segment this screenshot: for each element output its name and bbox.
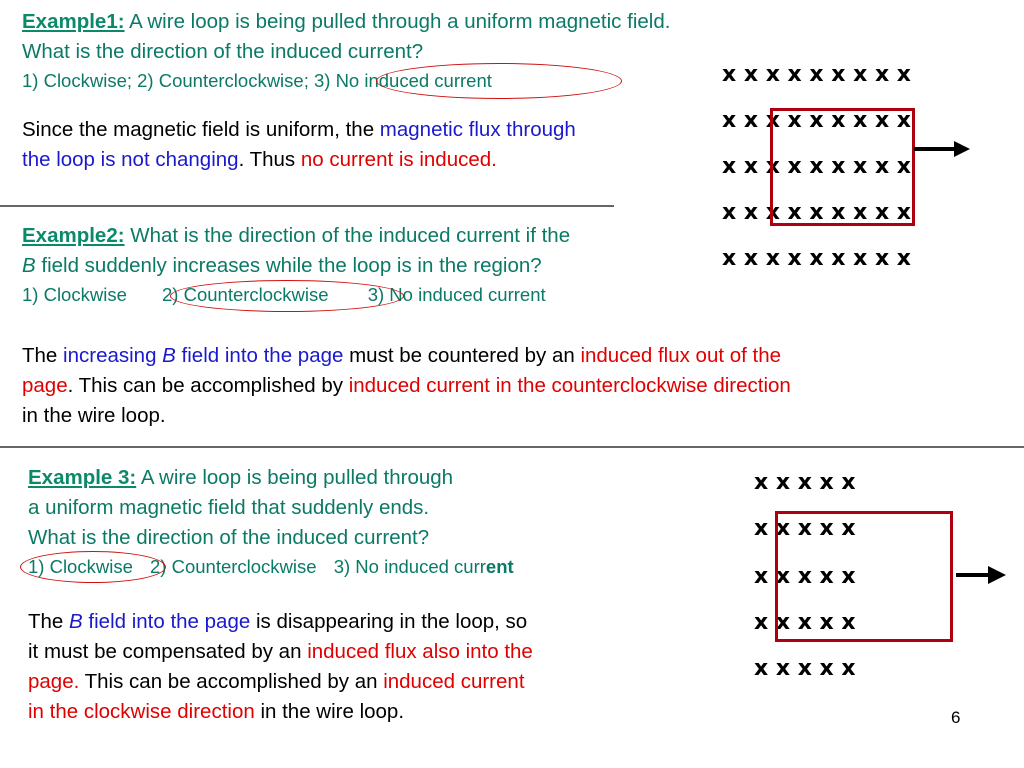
ex2-a6: induced flux out of the: [580, 344, 782, 367]
field2-row-1: x x x x x: [754, 470, 856, 495]
field2-row-4: x x x x x: [754, 610, 856, 635]
example3-question-line2: a uniform magnetic field that suddenly e…: [28, 496, 430, 519]
pull-arrow-1-icon: [914, 141, 970, 157]
field-row-4: x x x x x x x x x: [722, 200, 911, 225]
ex2-a7: page: [22, 374, 68, 397]
example2-label: Example2:: [22, 224, 125, 247]
ex3-a6: induced flux also into the: [307, 640, 533, 663]
example3-answer-line3: page. This can be accomplished by an ind…: [28, 668, 525, 696]
ex2-q2: field suddenly increases while the loop …: [35, 254, 542, 277]
example2-question-line2: B field suddenly increases while the loo…: [22, 252, 542, 280]
ex1-ans-loop: the loop is not changing: [22, 148, 239, 171]
ex2-a4: field into the page: [175, 344, 344, 367]
ex3-a9: induced current: [383, 670, 525, 693]
example2-answer-line2: page. This can be accomplished by induce…: [22, 372, 791, 400]
example3-answer-line1: The B field into the page is disappearin…: [28, 608, 527, 636]
ex3-opt3a: 3) No induced curr: [333, 556, 486, 577]
ex3-a8: This can be accomplished by an: [79, 670, 384, 693]
ex2-a2: increasing: [63, 344, 163, 367]
ex2-q1: What is the direction of the induced cur…: [124, 224, 571, 247]
ex3-a2: B: [69, 610, 83, 633]
field2-row-3: x x x x x: [754, 564, 856, 589]
ex3-a10: in the clockwise direction: [28, 700, 255, 723]
ex2-a5: must be countered by an: [343, 344, 581, 367]
ex3-a7: page.: [28, 670, 80, 693]
example3-answer-line2: it must be compensated by an induced flu…: [28, 638, 533, 666]
ex2-a1: The: [22, 344, 64, 367]
wire-loop-1: [770, 108, 915, 226]
divider-2: [0, 446, 1024, 448]
ex3-opt3b: ent: [485, 556, 514, 577]
example1-question-line2: What is the direction of the induced cur…: [22, 40, 424, 63]
ex3-opt2: 2) Counterclockwise: [150, 556, 317, 577]
ex1-ans-period: .: [491, 148, 497, 171]
pull-arrow-2-icon: [956, 566, 1006, 584]
example1-options: 1) Clockwise; 2) Counterclockwise; 3) No…: [22, 70, 492, 91]
ex3-a11: in the wire loop.: [254, 700, 405, 723]
ex3-a5: it must be compensated by an: [28, 640, 308, 663]
ex2-a9: induced current in the counterclockwise …: [348, 374, 791, 397]
divider-1: [0, 205, 614, 207]
ex1-ans-flux: magnetic flux through: [379, 118, 576, 141]
example3-question-line3: What is the direction of the induced cur…: [28, 526, 430, 549]
ex3-a3: field into the page: [82, 610, 251, 633]
field-row-1: x x x x x x x x x: [722, 62, 911, 87]
ex2-opt3: 3) No induced current: [367, 284, 546, 305]
example3-answer-circle: [20, 551, 166, 583]
ex1-ans-no-current: no current is induced: [300, 148, 492, 171]
example1-answer-line2: the loop is not changing. Thus no curren…: [22, 146, 497, 174]
example2-answer-circle: [170, 280, 404, 312]
example2-answer-line1: The increasing B field into the page mus…: [22, 342, 781, 370]
ex1-ans-thus: . Thus: [238, 148, 301, 171]
ex3-a1: The: [28, 610, 70, 633]
ex2-a3: B: [162, 344, 176, 367]
example1-question-line1: A wire loop is being pulled through a un…: [129, 10, 671, 33]
ex2-b: B: [22, 254, 36, 277]
example2-answer-line3: in the wire loop.: [22, 404, 166, 427]
field2-row-5: x x x x x: [754, 656, 856, 681]
ex3-a4: is disappearing in the loop, so: [250, 610, 528, 633]
example1-label: Example1:: [22, 10, 125, 33]
field-row-2: x x x x x x x x x: [722, 108, 911, 133]
example1-answer-line1: Since the magnetic field is uniform, the…: [22, 116, 576, 144]
ex3-q1: A wire loop is being pulled through: [136, 466, 454, 489]
example3-answer-line4: in the clockwise direction in the wire l…: [28, 698, 404, 726]
example3-label: Example 3:: [28, 466, 137, 489]
example3-question-line1: Example 3: A wire loop is being pulled t…: [28, 464, 453, 492]
ex2-opt1: 1) Clockwise: [22, 284, 127, 305]
wire-loop-2: [775, 511, 953, 642]
example1-question: Example1: A wire loop is being pulled th…: [22, 8, 670, 36]
page-number: 6: [951, 708, 961, 727]
field-row-3: x x x x x x x x x: [722, 154, 911, 179]
ex2-a8: . This can be accomplished by: [67, 374, 349, 397]
field2-row-2: x x x x x: [754, 516, 856, 541]
ex1-ans-text: Since the magnetic field is uniform, the: [22, 118, 380, 141]
field-row-5: x x x x x x x x x: [722, 246, 911, 271]
example1-answer-circle: [376, 63, 622, 99]
example2-question-line1: Example2: What is the direction of the i…: [22, 222, 570, 250]
